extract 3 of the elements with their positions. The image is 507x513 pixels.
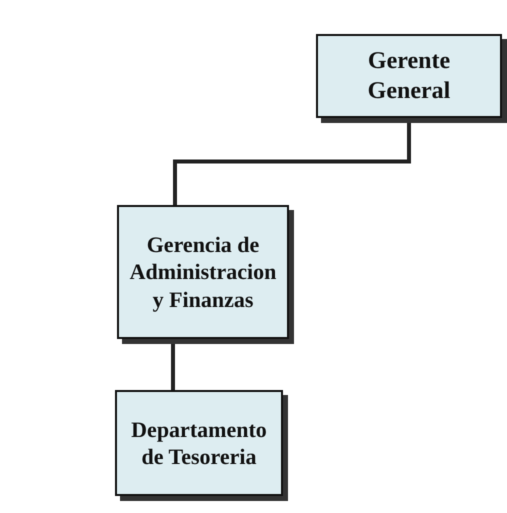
position-title: Gerente General	[366, 47, 452, 106]
position-title: Departamento de Tesoreria	[130, 416, 268, 470]
position-title: Gerencia de Administracion y Finanzas	[128, 230, 278, 314]
